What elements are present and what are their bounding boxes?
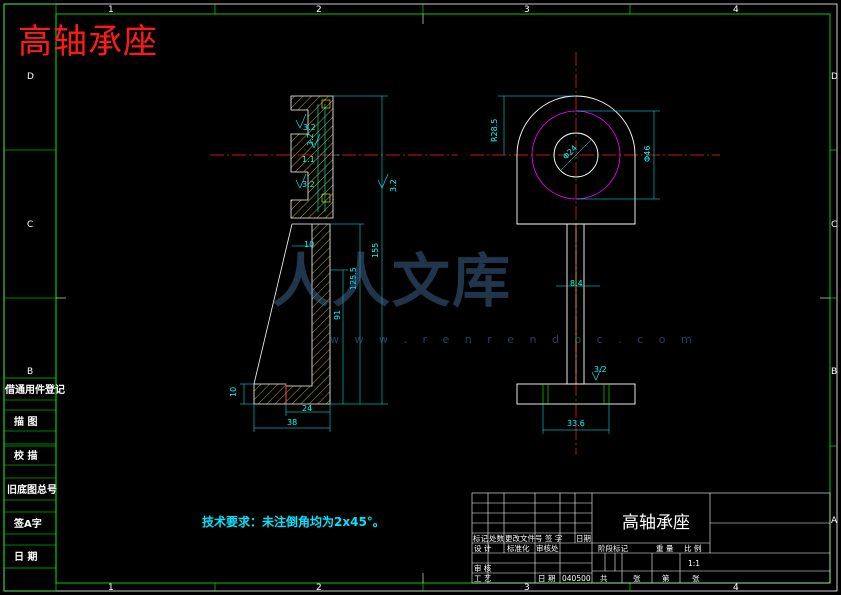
front-head [516,95,636,225]
tb-row3-label: 日 期 [538,574,555,583]
tb-row1-label: 标记 [473,533,488,543]
roughness-label: 3.2 [389,179,398,192]
tb-date-code: 040500 [562,574,591,583]
tb-row1-label: 签 字 [545,533,562,543]
tb-row3-label: 工 艺 [474,574,491,583]
tb-bottom-label: 张 [692,574,700,583]
dim-label: 33.6 [567,419,585,428]
side-table [3,377,57,569]
roughness-label: 3.2 [594,365,607,374]
dim-label: R28.5 [490,119,499,142]
side-rib [253,223,293,385]
grid-row-d-right: D [831,72,838,82]
side-table-label: 签A字 [13,517,42,530]
grid-col-4-bottom: 4 [733,583,739,593]
grid-col-4-top: 4 [733,5,739,15]
dim-label: 155 [371,243,380,258]
grid-col-2-bottom: 2 [316,583,322,593]
front-view [470,52,720,455]
tb-mid-label: 阶段标记 [598,543,628,553]
dim-label: 24 [302,404,312,413]
front-web [566,223,585,385]
dim-label: 125.5 [349,267,358,290]
dim-label: 10 [229,387,238,397]
grid-col-3-bottom: 3 [524,583,530,593]
grid-col-3-top: 3 [524,5,530,15]
grid-col-1-top: 1 [108,5,114,15]
dim-label: 38 [287,418,297,427]
grid-col-1-bottom: 1 [108,583,114,593]
grid-ticks [4,4,837,591]
tb-row2-label: 标准化 [507,543,530,553]
tb-row1-label: 处数 [489,533,504,543]
watermark-url: w w w . r e n r e n d o c . c o m [330,333,698,346]
side-table-label: 校 描 [14,449,37,462]
grid-row-a-right: A [831,516,838,526]
tb-bottom-label: 张 [633,574,641,583]
dim-label: Φ24 [561,143,579,161]
front-base [516,383,636,405]
tb-scale: 1:1 [688,559,700,568]
grid-col-2-top: 2 [316,5,322,15]
title-block-title: 高轴承座 [622,513,690,533]
grid-row-b-left: B [27,367,33,377]
side-base [253,383,287,405]
dim-label: 91 [333,310,342,320]
tb-bottom-label: 第 [662,573,670,583]
tb-row1-label: 更改文件号 [505,533,543,543]
side-table-label: 借通用件登记 [4,383,65,396]
front-bore [553,132,599,178]
roughness-label: 3.2 [302,180,315,189]
tb-row2-label: 审核处 [536,543,559,553]
technical-note: 技术要求：未注倒角均为2x45°。 [202,515,385,529]
grid-row-c-right: C [831,220,837,230]
dim-label: 10 [304,240,314,249]
dim-label: 1.1 [302,155,315,164]
tb-row3-label: 审 核 [474,563,492,573]
watermark-text: 人人文库 [272,247,513,315]
title-block [471,492,831,584]
tb-bottom-label: 共 [600,574,608,583]
dim-label: 8.4 [570,279,583,288]
side-table-label: 旧底图总号 [7,483,57,496]
roughness-label: 3.2 [306,133,315,146]
grid-row-b-right: B [831,367,837,377]
tb-row2-label: 设 计 [474,543,492,553]
dim-label: Φ46 [643,146,652,162]
side-top-boss [290,95,334,219]
side-table-label: 日 期 [14,550,37,563]
grid-row-c-left: C [27,220,33,230]
tb-mid-label: 重 量 [656,544,674,553]
roughness-label: 3.2 [303,123,316,132]
left-border-strip [3,3,57,592]
side-table-label: 描 图 [14,415,37,428]
drawing-title: 高轴承座 [18,22,158,62]
tb-mid-label: 比 例 [684,543,701,553]
grid-row-d-left: D [27,72,34,82]
side-view [210,95,603,432]
tb-row1-label: 日期 [576,534,591,543]
